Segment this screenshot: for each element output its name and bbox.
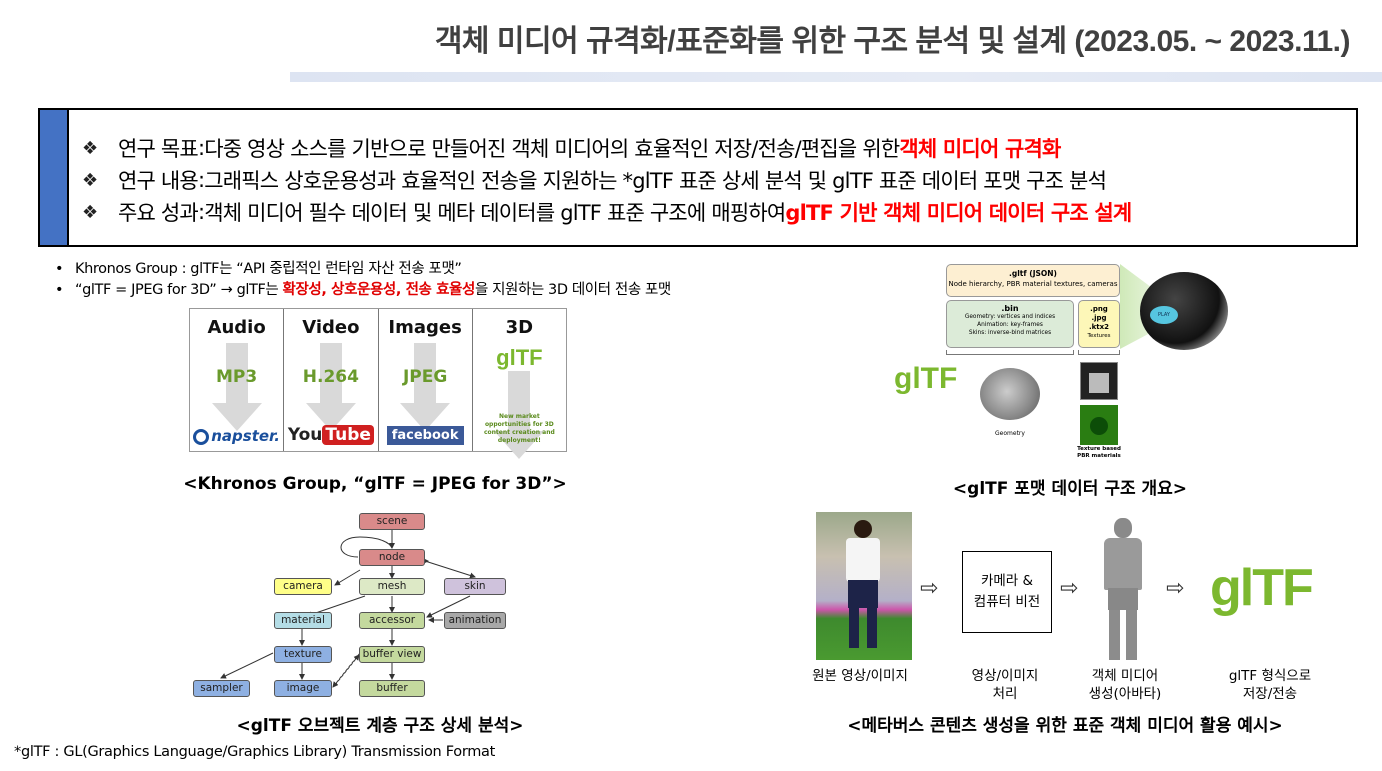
down-arrow-icon <box>494 371 545 459</box>
column-3d: 3D glTF New market opportunities for 3D … <box>473 309 566 459</box>
gltf-logo: glTF <box>1210 559 1314 617</box>
notes-list: •Khronos Group : glTF는 “API 중립적인 런타임 자산 … <box>55 259 671 301</box>
note-item: •Khronos Group : glTF는 “API 중립적인 런타임 자산 … <box>55 259 671 280</box>
node-mesh: mesh <box>359 578 425 595</box>
summary-box: ❖ 연구 목표 : 다중 영상 소스를 기반으로 만들어진 객체 미디어의 효율… <box>38 108 1358 247</box>
summary-item-goal: ❖ 연구 목표 : 다중 영상 소스를 기반으로 만들어진 객체 미디어의 효율… <box>82 132 1131 164</box>
gltf-json-block: .gltf (JSON) Node hierarchy, PBR materia… <box>946 264 1120 297</box>
summary-label: 연구 내용 <box>118 169 199 193</box>
texture-map-image <box>1080 362 1118 400</box>
node-skin: skin <box>444 578 506 595</box>
summary-text: 다중 영상 소스를 기반으로 만들어진 객체 미디어의 효율적인 저장/전송/편… <box>204 137 900 161</box>
pbr-material-image <box>1080 405 1118 445</box>
summary-text: 객체 미디어 필수 데이터 및 메타 데이터를 glTF 표준 구조에 매핑하여 <box>204 201 786 225</box>
node-image: image <box>274 680 332 697</box>
node-node: node <box>359 549 425 566</box>
bin-bracket <box>946 350 1074 355</box>
cv-process-box: 카메라 &컴퓨터 비전 <box>962 551 1052 633</box>
figure-caption-format: <glTF 포맷 데이터 구조 개요> <box>952 479 1188 499</box>
summary-text: 그래픽스 상호운용성과 효율적인 전송을 지원하는 *glTF 표준 상세 분석… <box>204 169 1107 193</box>
node-accessor: accessor <box>359 612 425 629</box>
summary-label: 주요 성과 <box>118 201 199 225</box>
gltf-format-overview-figure: .gltf (JSON) Node hierarchy, PBR materia… <box>890 250 1240 465</box>
bullet-dot-icon: • <box>55 282 64 298</box>
node-material: material <box>274 612 332 629</box>
gltf-logo: glTF <box>894 362 958 395</box>
figure-caption-khronos: <Khronos Group, “glTF = JPEG for 3D”> <box>183 474 567 494</box>
figure-caption-pipeline: <메타버스 콘텐츠 생성을 위한 표준 객체 미디어 활용 예시> <box>847 716 1283 736</box>
diamond-bullet-icon: ❖ <box>82 201 98 223</box>
hierarchy-connectors <box>220 530 476 688</box>
speaker-model-image: PLAY <box>1140 272 1228 350</box>
facebook-logo: facebook <box>379 426 472 445</box>
napster-logo: napster. <box>190 427 283 445</box>
page-title: 객체 미디어 규격화/표준화를 위한 구조 분석 및 설계 (2023.05. … <box>434 25 1351 58</box>
node-sampler: sampler <box>193 680 250 697</box>
pipeline-label-source: 원본 영상/이미지 <box>812 668 908 684</box>
summary-accent-bar <box>40 110 69 245</box>
column-audio: Audio MP3 napster. <box>190 309 285 451</box>
source-photo-image <box>816 512 912 660</box>
summary-item-content: ❖ 연구 내용 : 그래픽스 상호운용성과 효율적인 전송을 지원하는 *glT… <box>82 164 1131 196</box>
footnote: *glTF : GL(Graphics Language/Graphics Li… <box>14 744 496 760</box>
geometry-model-image <box>980 368 1040 420</box>
node-camera: camera <box>274 578 332 595</box>
summary-highlight: glTF 기반 객체 미디어 데이터 구조 설계 <box>785 201 1132 225</box>
textures-bracket <box>1078 350 1120 355</box>
node-buffer: buffer <box>359 680 425 697</box>
note-item: •“glTF = JPEG for 3D” → glTF는 확장성, 상호운용성… <box>55 280 671 301</box>
node-scene: scene <box>359 513 425 530</box>
diamond-bullet-icon: ❖ <box>82 169 98 191</box>
gltf-hierarchy-diagram: scene node camera mesh skin material acc… <box>185 505 525 705</box>
bullet-dot-icon: • <box>55 261 64 277</box>
flow-arrow-icon: ⇨ <box>1166 576 1185 601</box>
node-texture: texture <box>274 646 332 663</box>
flow-arrow-icon: ⇨ <box>1060 576 1079 601</box>
gltf-bin-block: .bin Geometry: vertices and indices Anim… <box>946 300 1074 348</box>
gltf-logo: glTF <box>496 345 543 370</box>
column-images: Images JPEG facebook <box>379 309 473 451</box>
node-buffer-view: buffer view <box>359 646 425 663</box>
flow-arrow-icon: ⇨ <box>920 576 939 601</box>
avatar-model-image <box>1098 518 1150 660</box>
diamond-bullet-icon: ❖ <box>82 137 98 159</box>
summary-highlight: 객체 미디어 규격화 <box>899 137 1061 161</box>
node-animation: animation <box>444 612 506 629</box>
title-underline-bar <box>290 72 1382 82</box>
gltf-textures-block: .png .jpg .ktx2 Textures <box>1078 300 1120 348</box>
figure-caption-hierarchy: <glTF 오브젝트 계층 구조 상세 분석> <box>236 716 524 736</box>
summary-list: ❖ 연구 목표 : 다중 영상 소스를 기반으로 만들어진 객체 미디어의 효율… <box>82 132 1132 228</box>
down-arrow-icon <box>211 343 262 431</box>
summary-item-result: ❖ 주요 성과 : 객체 미디어 필수 데이터 및 메타 데이터를 glTF 표… <box>82 196 1132 228</box>
summary-label: 연구 목표 <box>118 137 199 161</box>
